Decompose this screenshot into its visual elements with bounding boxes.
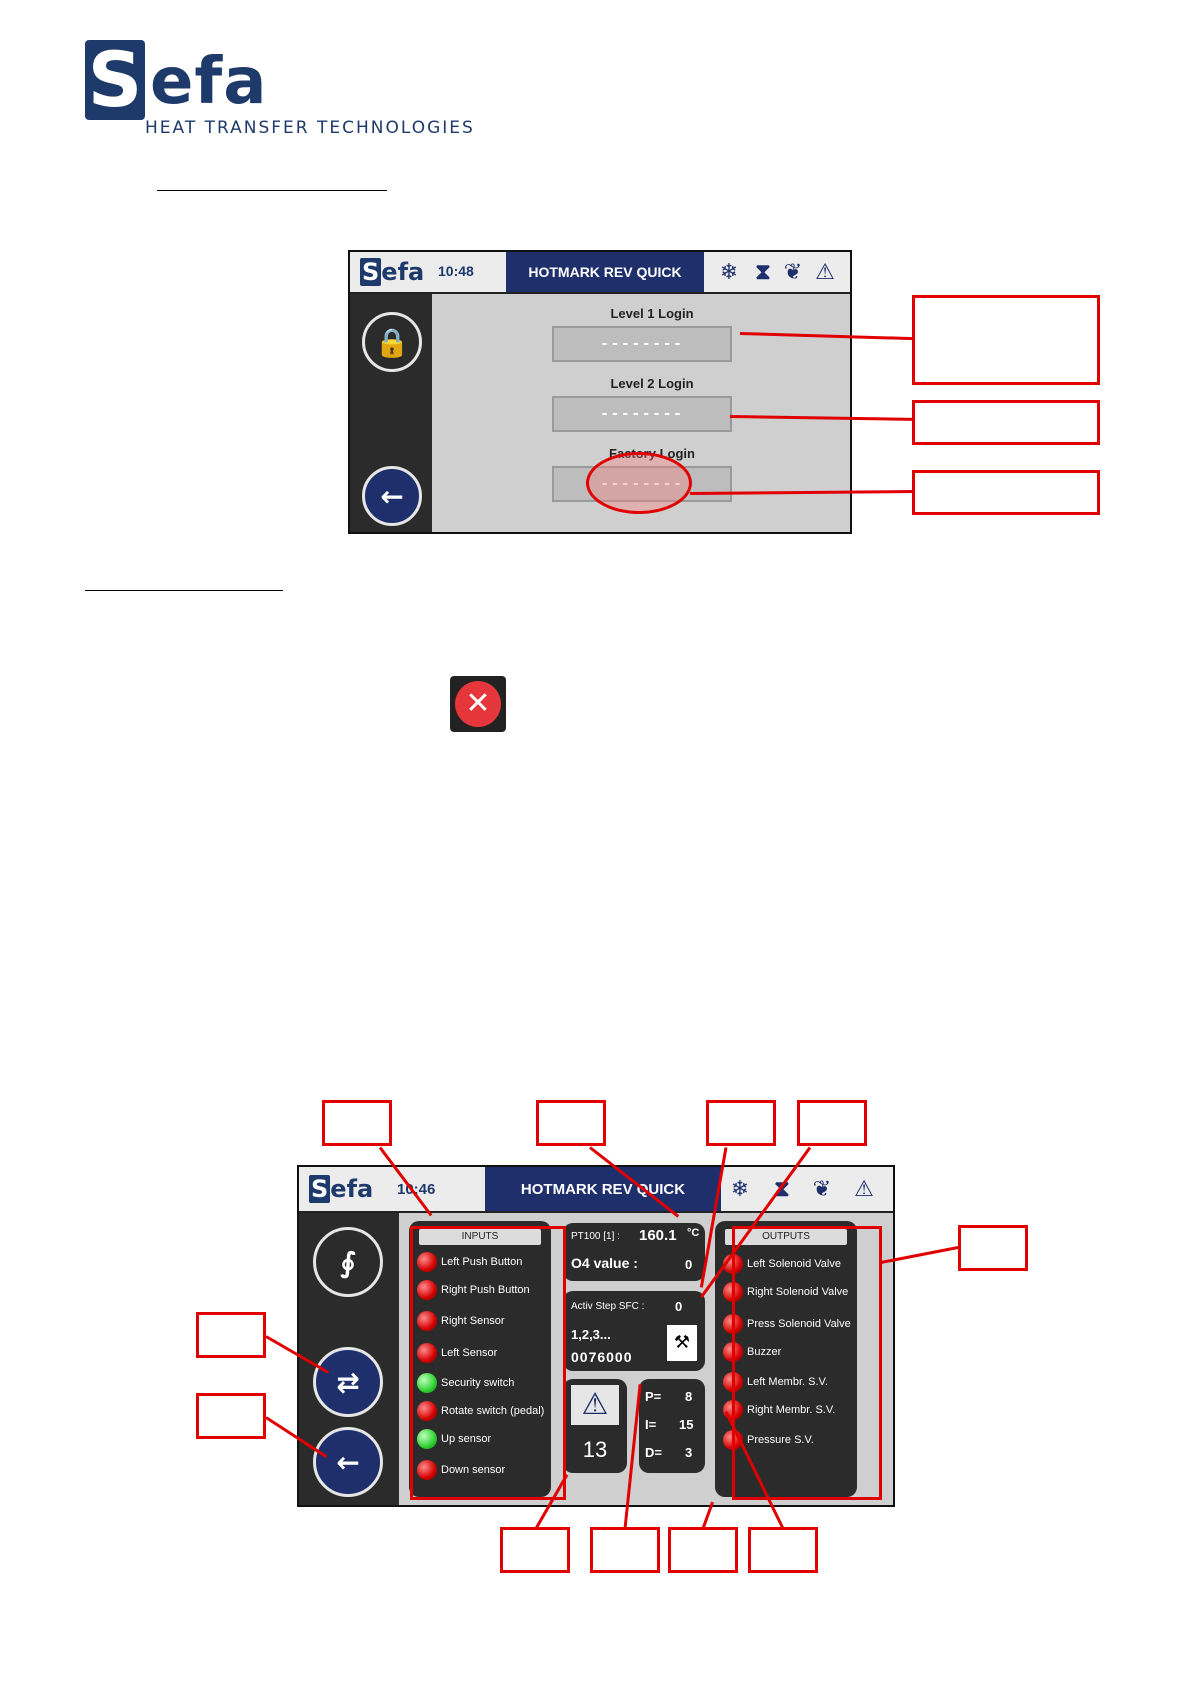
top-bar: Sefa 10:48 HOTMARK REV QUICK ❄ ⧗ ❦ ⚠ <box>350 252 850 294</box>
p-label: P= <box>645 1389 662 1404</box>
input-row: Up sensor <box>417 1428 491 1450</box>
lock-icon: 🔒 <box>374 325 410 359</box>
d-value: 3 <box>685 1445 693 1460</box>
input-row: Security switch <box>417 1372 514 1394</box>
warning-icon[interactable]: ⚠ <box>854 1177 874 1202</box>
topbar-logo: Sefa <box>309 1175 374 1203</box>
sfc-step-panel: Activ Step SFC : 0 1,2,3... 0076000 ⚒ <box>563 1291 705 1371</box>
pt100-panel: PT100 [1] : 160.1 °C O4 value : 0 <box>563 1223 705 1281</box>
input-row: Right Sensor <box>417 1310 505 1332</box>
status-led-red <box>417 1311 437 1331</box>
outputs-title: OUTPUTS <box>725 1229 847 1245</box>
diagnostics-button[interactable]: ∮ <box>313 1227 383 1297</box>
callout-box <box>536 1100 606 1146</box>
callout-box <box>196 1312 266 1358</box>
input-row: Left Push Button <box>417 1251 522 1273</box>
sfc-sequence: 1,2,3... <box>571 1327 611 1342</box>
topbar-logo: Sefa <box>360 258 425 286</box>
callout-box <box>500 1527 570 1573</box>
outputs-panel: OUTPUTS Left Solenoid Valve Right Soleno… <box>715 1221 857 1497</box>
p-value: 8 <box>685 1389 693 1404</box>
top-bar: Sefa 10:46 HOTMARK REV QUICK ❄ ⧗ ❦ ⚠ <box>299 1167 893 1213</box>
callout-box <box>706 1100 776 1146</box>
callout-box <box>958 1225 1028 1271</box>
status-led-red <box>417 1343 437 1363</box>
cycle-counter: 0076000 <box>571 1349 633 1365</box>
inputs-title: INPUTS <box>419 1229 541 1245</box>
heading-underline <box>157 190 387 191</box>
sfc-step-label: Activ Step SFC : <box>571 1301 645 1312</box>
input-row: Left Sensor <box>417 1342 497 1364</box>
snowflake-icon[interactable]: ❄ <box>730 1177 750 1202</box>
diagnostic-main: INPUTS Left Push Button Right Push Butto… <box>399 1213 893 1505</box>
back-button[interactable]: ← <box>313 1427 383 1497</box>
input-row: Rotate switch (pedal) <box>417 1400 544 1422</box>
d-label: D= <box>645 1445 662 1460</box>
sidebar: 🔒 ← <box>350 294 432 532</box>
sefa-logo-wordmark: efa <box>150 45 268 119</box>
annotation-box <box>912 470 1100 515</box>
diagnostic-screen: Sefa 10:46 HOTMARK REV QUICK ❄ ⧗ ❦ ⚠ ∮ ⇄… <box>297 1165 895 1507</box>
o4-label: O4 value : <box>571 1255 638 1271</box>
subheading-underline <box>85 590 283 591</box>
callout-box <box>590 1527 660 1573</box>
alarm-warning-icon[interactable]: ⚠ <box>571 1385 619 1425</box>
swap-button[interactable]: ⇄ <box>313 1347 383 1417</box>
factory-login-highlight <box>586 452 692 514</box>
swap-arrows-icon: ⇄ <box>336 1365 360 1399</box>
stethoscope-icon: ∮ <box>340 1245 356 1279</box>
outputs-highlight <box>732 1226 882 1500</box>
input-row: Right Push Button <box>417 1279 530 1301</box>
level1-login-field[interactable]: -------- <box>552 326 732 362</box>
status-led-red <box>417 1280 437 1300</box>
i-label: I= <box>645 1417 657 1432</box>
level2-login-field[interactable]: -------- <box>552 396 732 432</box>
hourglass-icon[interactable]: ⧗ <box>755 260 771 285</box>
status-led-red <box>417 1401 437 1421</box>
sefa-tagline: HEAT TRANSFER TECHNOLOGIES <box>145 118 475 138</box>
alarm-count: 13 <box>582 1437 608 1462</box>
press-icon: ⚒ <box>667 1325 697 1361</box>
i-value: 15 <box>679 1417 694 1432</box>
machine-title: HOTMARK REV QUICK <box>506 252 704 292</box>
inputs-panel: INPUTS Left Push Button Right Push Butto… <box>409 1221 551 1497</box>
close-button[interactable]: ✕ <box>450 676 506 732</box>
lock-button[interactable]: 🔒 <box>362 312 422 372</box>
leaf-icon[interactable]: ❦ <box>812 1177 832 1202</box>
input-row: Down sensor <box>417 1459 505 1481</box>
callout-box <box>797 1100 867 1146</box>
pid-panel: P= 8 I= 15 D= 3 <box>639 1379 705 1473</box>
output-row: Left Membr. S.V. <box>723 1371 828 1393</box>
leaf-icon[interactable]: ❦ <box>783 260 803 285</box>
back-button[interactable]: ← <box>362 466 422 526</box>
status-led-green <box>417 1373 437 1393</box>
status-led-red <box>417 1252 437 1272</box>
status-led-green <box>417 1429 437 1449</box>
pt100-value: 160.1 <box>639 1227 677 1244</box>
callout-box <box>322 1100 392 1146</box>
sidebar: ∮ ⇄ ← <box>299 1213 399 1505</box>
status-led-red <box>417 1460 437 1480</box>
annotation-box <box>912 400 1100 445</box>
alarm-panel: ⚠ 13 <box>563 1379 627 1473</box>
back-arrow-icon: ← <box>380 479 404 513</box>
pt100-unit: °C <box>687 1227 700 1239</box>
pt100-label: PT100 [1] : <box>571 1231 620 1242</box>
annotation-box <box>912 295 1100 385</box>
callout-box <box>748 1527 818 1573</box>
inputs-highlight <box>410 1226 566 1500</box>
warning-icon[interactable]: ⚠ <box>815 260 835 285</box>
callout-box <box>196 1393 266 1439</box>
machine-title: HOTMARK REV QUICK <box>485 1167 721 1211</box>
level1-login-label: Level 1 Login <box>610 306 694 321</box>
level2-login-label: Level 2 Login <box>610 376 694 391</box>
close-icon: ✕ <box>455 681 501 727</box>
sefa-logo-mark: S <box>85 40 145 120</box>
snowflake-icon[interactable]: ❄ <box>719 260 739 285</box>
o4-value: 0 <box>685 1257 693 1272</box>
clock: 10:48 <box>438 263 474 279</box>
back-arrow-icon: ← <box>336 1445 360 1479</box>
callout-box <box>668 1527 738 1573</box>
sfc-step-value: 0 <box>675 1299 683 1314</box>
